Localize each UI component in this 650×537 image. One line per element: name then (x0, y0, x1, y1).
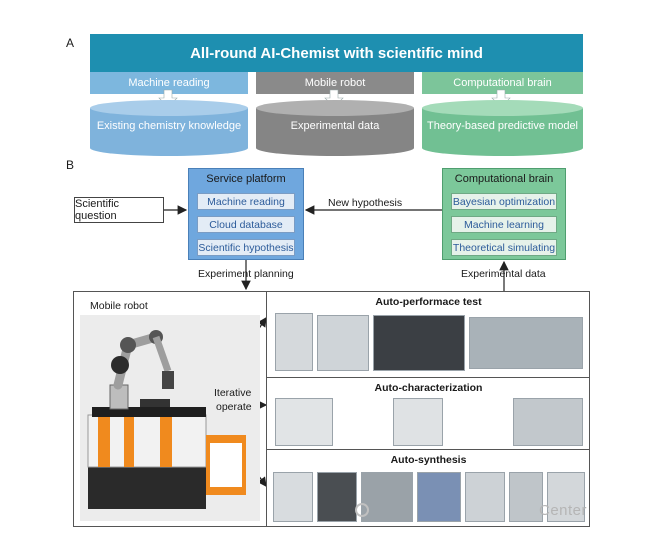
experimental-data-label: Experimental data (461, 268, 546, 280)
cb-item-theoretical: Theoretical simulating (451, 239, 557, 256)
computational-brain-box: Computational brain Bayesian optimizatio… (442, 168, 566, 260)
section-title: Auto-characterization (374, 382, 483, 394)
instrument-photo (275, 313, 313, 371)
sp-item-scientific-hypothesis: Scientific hypothesis (197, 239, 295, 256)
service-platform-box: Service platform Machine reading Cloud d… (188, 168, 304, 260)
panel-a-down-arrows (158, 89, 511, 108)
cylinder-label: Theory-based predictive model (426, 120, 579, 132)
category-mobile-robot: Mobile robot (256, 72, 414, 94)
mobile-robot-label: Mobile robot (90, 300, 148, 312)
watermark: Center (355, 502, 587, 519)
watermark-logo-icon (355, 503, 369, 517)
operate-text: operate (216, 401, 252, 413)
mobile-robot-frame (73, 291, 267, 527)
instrument-photo (469, 317, 583, 369)
section-title: Auto-performace test (375, 296, 482, 308)
cylinder-existing-knowledge: Existing chemistry knowledge (90, 100, 248, 156)
instrument-photo (509, 472, 543, 522)
section-auto-synthesis: Auto-synthesis (267, 450, 590, 527)
panel-a-letter: A (66, 36, 75, 50)
iterative-text: Iterative (214, 387, 252, 399)
cylinder-label: Experimental data (290, 120, 380, 132)
cylinder-predictive-model: Theory-based predictive model (422, 100, 583, 156)
category-machine-reading: Machine reading (90, 72, 248, 94)
section-auto-characterization: Auto-characterization (267, 378, 590, 450)
instrument-photo (275, 398, 333, 446)
panel-b-letter: B (66, 158, 75, 172)
instrument-photo (317, 472, 357, 522)
instrument-photo (273, 472, 313, 522)
experiment-frame (73, 291, 590, 527)
section-auto-performance: Auto-performace test (267, 291, 590, 378)
instrument-photo (317, 315, 369, 371)
cb-item-machine-learning: Machine learning (451, 216, 557, 233)
scientific-question-box: Scientific question (74, 197, 164, 223)
watermark-text: Center (539, 502, 588, 519)
iterative-operate-label: Iterative operate (214, 386, 252, 414)
instrument-photo (513, 398, 583, 446)
cylinder-experimental-data: Experimental data (256, 100, 414, 156)
mobile-robot-image (80, 315, 260, 521)
instrument-photo (417, 472, 461, 522)
instrument-photo (465, 472, 505, 522)
instrument-photo (393, 398, 443, 446)
instrument-photo (547, 472, 585, 522)
panel-a-header: All-round AI-Chemist with scientific min… (90, 34, 583, 72)
experiment-planning-label: Experiment planning (198, 268, 294, 280)
category-computational-brain: Computational brain (422, 72, 583, 94)
section-title: Auto-synthesis (390, 454, 467, 466)
computational-brain-title: Computational brain (454, 173, 554, 185)
service-platform-title: Service platform (206, 173, 286, 185)
cylinder-label: Existing chemistry knowledge (96, 120, 242, 132)
sp-item-cloud-database: Cloud database (197, 216, 295, 233)
new-hypothesis-label: New hypothesis (328, 197, 403, 209)
sp-item-machine-reading: Machine reading (197, 193, 295, 210)
cb-item-bayesian: Bayesian optimization (451, 193, 557, 210)
instrument-photo (373, 315, 465, 371)
instrument-photo (361, 472, 413, 522)
